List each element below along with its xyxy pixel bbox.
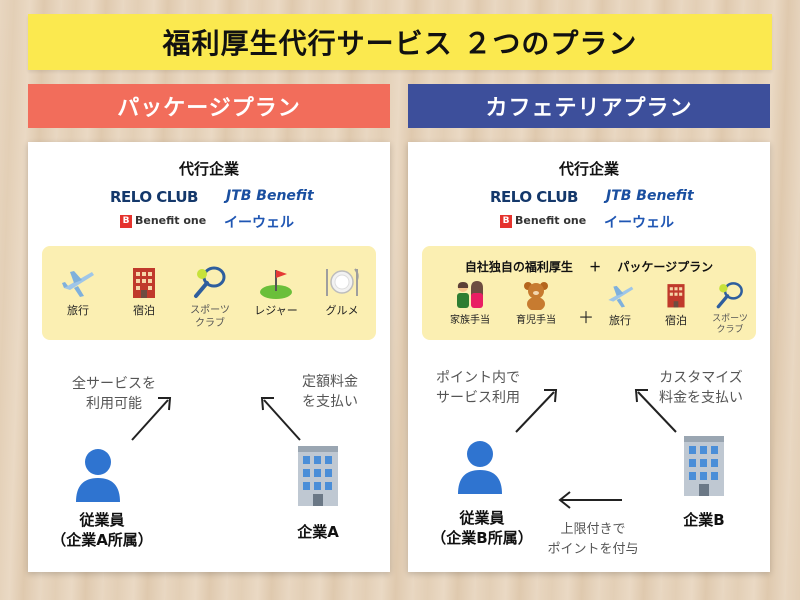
- cafeteria-plan-title: カフェテリアプラン: [485, 96, 693, 121]
- cafeteria-plan-header: カフェテリアプラン: [408, 84, 770, 128]
- employee-note: ポイント内で サービス利用: [436, 370, 520, 406]
- company-note: 定額料金 を支払い: [302, 374, 358, 410]
- title-banner: 福利厚生代行サービス ２つのプラン: [28, 14, 772, 70]
- service-label: スポーツ クラブ: [712, 314, 748, 335]
- service-leisure: レジャー: [246, 264, 306, 317]
- package-plan-header: パッケージプラン: [28, 84, 390, 128]
- package-plan-title: パッケージプラン: [117, 96, 301, 121]
- service-travel: 旅行: [590, 280, 650, 327]
- dining-icon: [326, 268, 359, 296]
- company-building-icon: [298, 446, 338, 506]
- company-note: カスタマイズ 料金を支払い: [659, 370, 743, 406]
- service-label: スポーツ クラブ: [190, 305, 230, 329]
- airplane-icon: [608, 285, 634, 308]
- relo-club-logo: RELO CLUB: [490, 188, 578, 206]
- agents-heading: 代行企業: [178, 160, 239, 178]
- arrow-company-to-employee: [558, 491, 622, 509]
- airplane-icon: [62, 271, 94, 297]
- arrow-employee-to-services: [515, 389, 558, 433]
- jtb-benefit-logo: JTB Benefit: [226, 188, 314, 204]
- hotel-icon: [667, 284, 685, 308]
- service-label: グルメ: [325, 304, 359, 317]
- service-label: 旅行: [609, 314, 631, 327]
- service-label: 旅行: [67, 304, 89, 317]
- service-sports-club: スポーツ クラブ: [180, 264, 240, 330]
- employee-label: 従業員 （企業B所属）: [431, 509, 533, 547]
- service-label: 宿泊: [665, 314, 687, 327]
- cafeteria-services-box: 自社独自の福利厚生 ＋ パッケージプラン 家族手当 育児手当 ＋: [422, 246, 756, 340]
- company-building-icon: [684, 436, 724, 496]
- service-childcare-allowance: 育児手当: [506, 280, 566, 327]
- arrow-employee-to-services: [131, 397, 172, 441]
- page-title: 福利厚生代行サービス ２つのプラン: [162, 27, 638, 60]
- tennis-racket-icon: [194, 266, 226, 298]
- employee-label: 従業員 （企業A所属）: [51, 511, 153, 549]
- service-travel: 旅行: [48, 264, 108, 317]
- tennis-racket-icon: [716, 282, 743, 309]
- service-gourmet: グルメ: [312, 264, 372, 317]
- benefit-one-mark-icon: B: [500, 214, 512, 228]
- plus-sign: ＋: [578, 308, 595, 327]
- service-hotel: 宿泊: [646, 280, 706, 327]
- cafeteria-box-title: 自社独自の福利厚生 ＋ パッケージプラン: [464, 260, 714, 274]
- ewell-logo: イーウェル: [224, 215, 294, 231]
- agents-heading: 代行企業: [558, 160, 619, 178]
- golf-icon: [260, 270, 292, 299]
- service-label: レジャー: [254, 304, 298, 317]
- service-family-allowance: 家族手当: [440, 280, 500, 327]
- employee-person-icon: [76, 449, 120, 502]
- teddy-bear-icon: [524, 282, 548, 310]
- service-sports-club: スポーツ クラブ: [700, 280, 760, 336]
- family-icon: [457, 281, 483, 308]
- company-label: 企業B: [683, 511, 725, 529]
- company-label: 企業A: [297, 523, 339, 541]
- service-label: 家族手当: [450, 315, 490, 326]
- relo-club-logo: RELO CLUB: [110, 188, 198, 206]
- service-label: 宿泊: [133, 304, 155, 317]
- arrow-company-to-services: [634, 389, 677, 433]
- benefit-one-mark-icon: B: [120, 214, 132, 228]
- employee-person-icon: [458, 441, 502, 494]
- employee-note: 全サービスを 利用可能: [72, 376, 156, 412]
- hotel-icon: [133, 268, 155, 298]
- points-note: 上限付きで ポイントを付与: [547, 522, 639, 557]
- arrow-company-to-services: [260, 397, 301, 441]
- ewell-logo: イーウェル: [604, 215, 674, 231]
- package-services-box: 旅行 宿泊 スポーツ クラブ: [42, 246, 376, 340]
- service-hotel: 宿泊: [114, 264, 174, 317]
- service-label: 育児手当: [516, 315, 556, 326]
- jtb-benefit-logo: JTB Benefit: [606, 188, 694, 204]
